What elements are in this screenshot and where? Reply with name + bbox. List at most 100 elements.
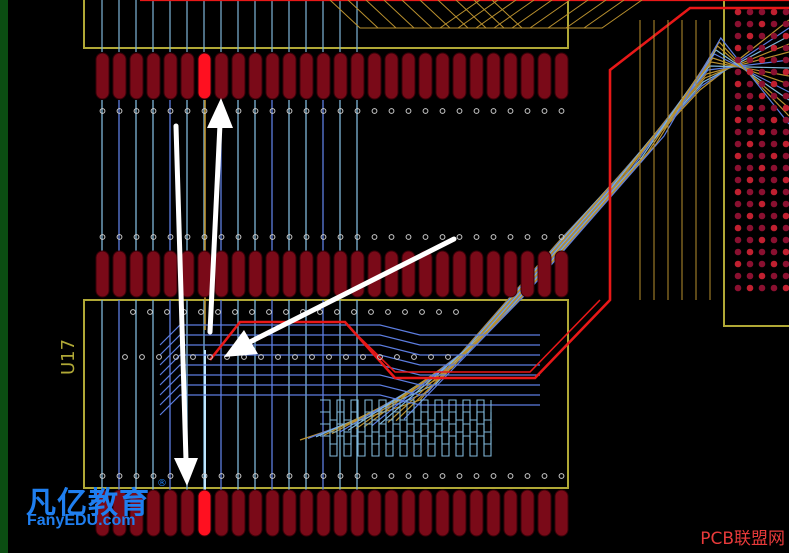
via [252,473,259,479]
bga-ball [770,164,778,172]
bga-ball [734,20,742,28]
via [232,309,238,315]
via [150,473,157,479]
via [453,309,459,315]
via [266,309,272,315]
via [405,108,412,114]
bga-ball [746,188,754,196]
via [303,234,310,240]
via [150,108,157,114]
via [201,234,208,240]
fanyi-logo-text: 凡亿教育 [26,486,150,521]
bga-ball [758,44,766,52]
bga-ball [770,32,778,40]
bga-ball [758,80,766,88]
bga-ball [734,8,742,16]
bga-ball [746,176,754,184]
via [490,473,497,479]
bga-ball [770,20,778,28]
diagonal-bus-trace [403,36,789,420]
bga-ball [758,8,766,16]
bga-ball [782,284,789,292]
bga-ball [746,44,754,52]
bga-ball [782,200,789,208]
smd-pad [350,489,365,537]
bga-ball [770,272,778,280]
via [473,473,480,479]
bga-ball [758,68,766,76]
bga-ball [782,44,789,52]
smd-pad [418,489,433,537]
smd-pad [180,489,195,537]
bga-ball [770,8,778,16]
smd-pad [486,250,501,298]
bga-ball [758,164,766,172]
smd-pad [401,52,416,100]
via [354,473,361,479]
bga-ball [746,92,754,100]
via [422,108,429,114]
fanyi-logo-url: FanyEDU.com [27,512,136,529]
bga-ball [770,68,778,76]
bga-ball [770,188,778,196]
via [167,234,174,240]
smd-pad [384,489,399,537]
via [116,108,123,114]
smd-pad [367,250,382,298]
smd-pad [112,250,127,298]
smd-pad [537,52,552,100]
via [252,108,259,114]
via [507,473,514,479]
u17-component-outline [83,299,569,489]
smd-pad [469,489,484,537]
via [388,234,395,240]
bga-ball [746,140,754,148]
via [558,473,565,479]
smd-pad [452,52,467,100]
smd-pad [520,489,535,537]
via [507,234,514,240]
smd-pad [452,250,467,298]
smd-pad [129,489,144,537]
via [371,108,378,114]
via [249,309,255,315]
via [445,354,451,360]
bga-ball [734,212,742,220]
via [198,309,204,315]
smd-pad [248,52,263,100]
red-trace [208,6,789,380]
via [351,309,357,315]
bga-ball [782,140,789,148]
serpentine-trace [320,411,492,433]
bga-ball [746,68,754,76]
via [130,309,136,315]
via [524,234,531,240]
via [292,354,298,360]
bga-ball [770,284,778,292]
bga-ball [758,104,766,112]
via [439,473,446,479]
bga-ball [734,140,742,148]
via [343,354,349,360]
via [275,354,281,360]
bga-ball [734,44,742,52]
smd-pad [333,250,348,298]
bga-ball [758,272,766,280]
bga-ball [758,128,766,136]
smd-pad [146,489,161,537]
via [283,309,289,315]
bga-ball [746,32,754,40]
diagonal-bus-trace [371,53,789,427]
bga-ball [770,236,778,244]
bga-ball [734,92,742,100]
bga-ball [758,176,766,184]
via [235,108,242,114]
serpentine-trace [320,423,492,445]
smd-pad [537,489,552,537]
pad-rows [95,52,569,537]
routing-traces [101,0,789,490]
via [360,354,366,360]
bga-ball [758,248,766,256]
